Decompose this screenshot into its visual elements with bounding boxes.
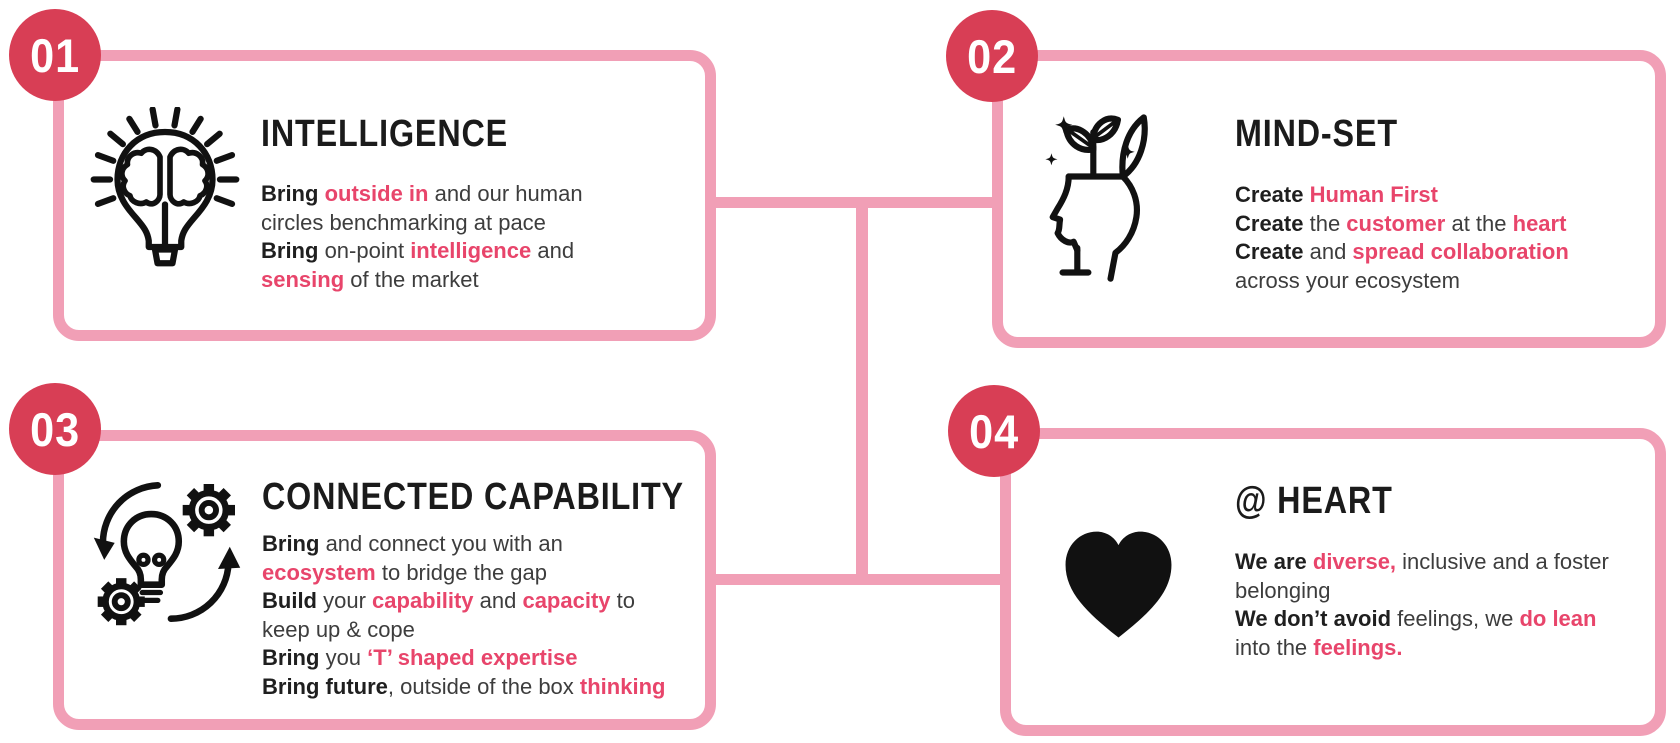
card-intelligence: INTELLIGENCE Bring outside in and our hu… [53, 50, 716, 341]
card-body: Bring outside in and our human circles be… [261, 180, 583, 294]
connector-line-bottom [712, 574, 1008, 585]
badge-03: 03 [9, 383, 101, 475]
card-text-line: Create Human First [1235, 182, 1438, 207]
card-title: INTELLIGENCE [261, 113, 509, 155]
card-text-line: Bring and connect you with an [262, 531, 563, 556]
card-title: @ HEART [1235, 480, 1393, 522]
card-text-line: We are diverse, inclusive and a foster [1235, 549, 1609, 574]
card-text-line: Create the customer at the heart [1235, 210, 1567, 236]
connector-line-vertical [856, 200, 868, 580]
card-text-line: into the feelings. [1235, 634, 1403, 660]
badge-01: 01 [9, 9, 101, 101]
card-title: CONNECTED CAPABILITY [262, 476, 684, 518]
card-text-line: Bring on-point intelligence and [261, 238, 575, 263]
head-plant-icon [1017, 100, 1177, 285]
card-text-line: We don’t avoid feelings, we do lean [1235, 606, 1597, 631]
card-text-line: Bring you ‘T’ shaped expertise [262, 645, 578, 670]
card-connected-capability: CONNECTED CAPABILITY Bring and connect y… [53, 430, 716, 730]
card-text-line: Bring outside in and our human [261, 181, 583, 206]
card-text-line: sensing of the market [261, 266, 479, 292]
brain-lightbulb-icon [90, 107, 240, 282]
card-text-line: Build your capability and capacity to [262, 588, 635, 613]
card-text-line: belonging [1235, 577, 1331, 603]
card-body: We are diverse, inclusive and a foster be… [1235, 548, 1609, 662]
heart-icon [1051, 515, 1186, 650]
card-text-line: circles benchmarking at pace [261, 209, 546, 235]
card-body: Bring and connect you with an ecosystem t… [262, 530, 665, 701]
card-text-line: keep up & cope [262, 616, 415, 642]
gears-lightbulb-icon [82, 467, 252, 637]
card-text-line: Bring future, outside of the box thinkin… [262, 673, 666, 699]
badge-02: 02 [946, 10, 1038, 102]
card-text-line: ecosystem to bridge the gap [262, 559, 547, 585]
card-text-line: Create and spread collaboration [1235, 239, 1569, 264]
card-at-heart: @ HEART We are diverse, inclusive and a … [1000, 428, 1666, 736]
card-text-line: across your ecosystem [1235, 267, 1460, 293]
badge-04: 04 [948, 385, 1040, 477]
card-title: MIND-SET [1235, 113, 1398, 155]
